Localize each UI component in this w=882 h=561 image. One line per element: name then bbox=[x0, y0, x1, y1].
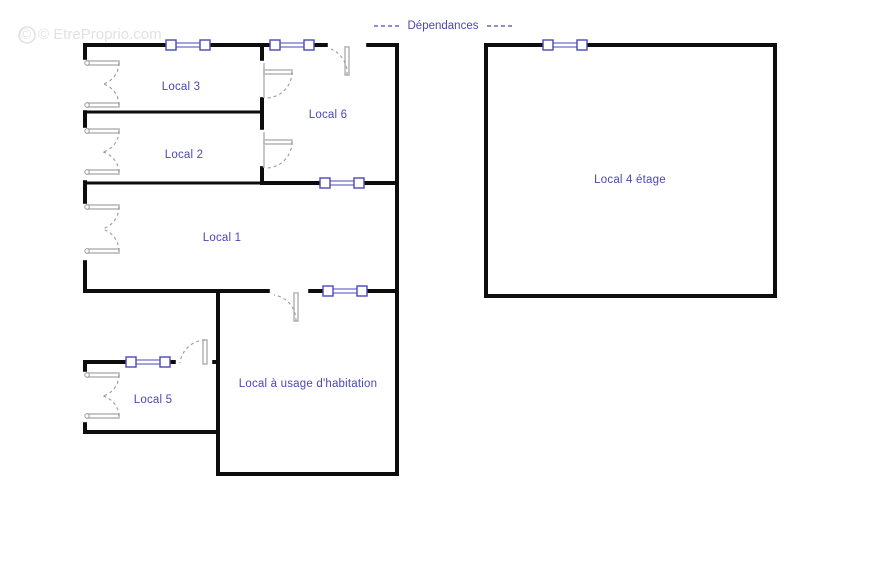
watermark-label: © EtreProprio.com bbox=[38, 26, 162, 43]
window-local5-top bbox=[125, 356, 171, 368]
room-label-local-2: Local 2 bbox=[165, 149, 203, 161]
windows-group bbox=[125, 39, 588, 368]
door-local3-local6 bbox=[257, 60, 293, 99]
main-building-walls bbox=[83, 43, 399, 476]
window-habitation-top bbox=[322, 285, 368, 297]
window-local6-top bbox=[269, 39, 315, 51]
watermark: © © EtreProprio.com bbox=[18, 26, 162, 44]
door-local5-habitation bbox=[175, 339, 213, 368]
door-local5-left bbox=[80, 371, 120, 423]
door-habitation-top bbox=[269, 286, 309, 322]
door-local3-left bbox=[80, 59, 120, 111]
door-local2-left bbox=[80, 127, 120, 181]
window-local3-top bbox=[165, 39, 211, 51]
section-title-group: Dépendances bbox=[374, 20, 513, 32]
door-local6-top bbox=[327, 40, 367, 76]
watermark-symbol: © bbox=[20, 26, 31, 43]
room-label-local-6: Local 6 bbox=[309, 109, 347, 121]
room-label-local-4-etage: Local 4 étage bbox=[594, 174, 666, 186]
window-local6-bottom bbox=[319, 177, 365, 189]
doors-group bbox=[80, 40, 367, 423]
room-label-local-1: Local 1 bbox=[203, 232, 241, 244]
section-title: Dépendances bbox=[408, 20, 479, 32]
room-label-local-5: Local 5 bbox=[134, 394, 172, 406]
room-labels-group: Local 3 Local 2 Local 1 Local 6 Local 5 … bbox=[134, 81, 666, 406]
door-local2-local6 bbox=[257, 129, 293, 169]
door-local1-left bbox=[80, 203, 120, 261]
room-label-local-3: Local 3 bbox=[162, 81, 200, 93]
room-label-local-habitation: Local à usage d'habitation bbox=[239, 378, 377, 390]
annex-building-walls bbox=[484, 43, 777, 298]
window-annex-top bbox=[542, 39, 588, 51]
